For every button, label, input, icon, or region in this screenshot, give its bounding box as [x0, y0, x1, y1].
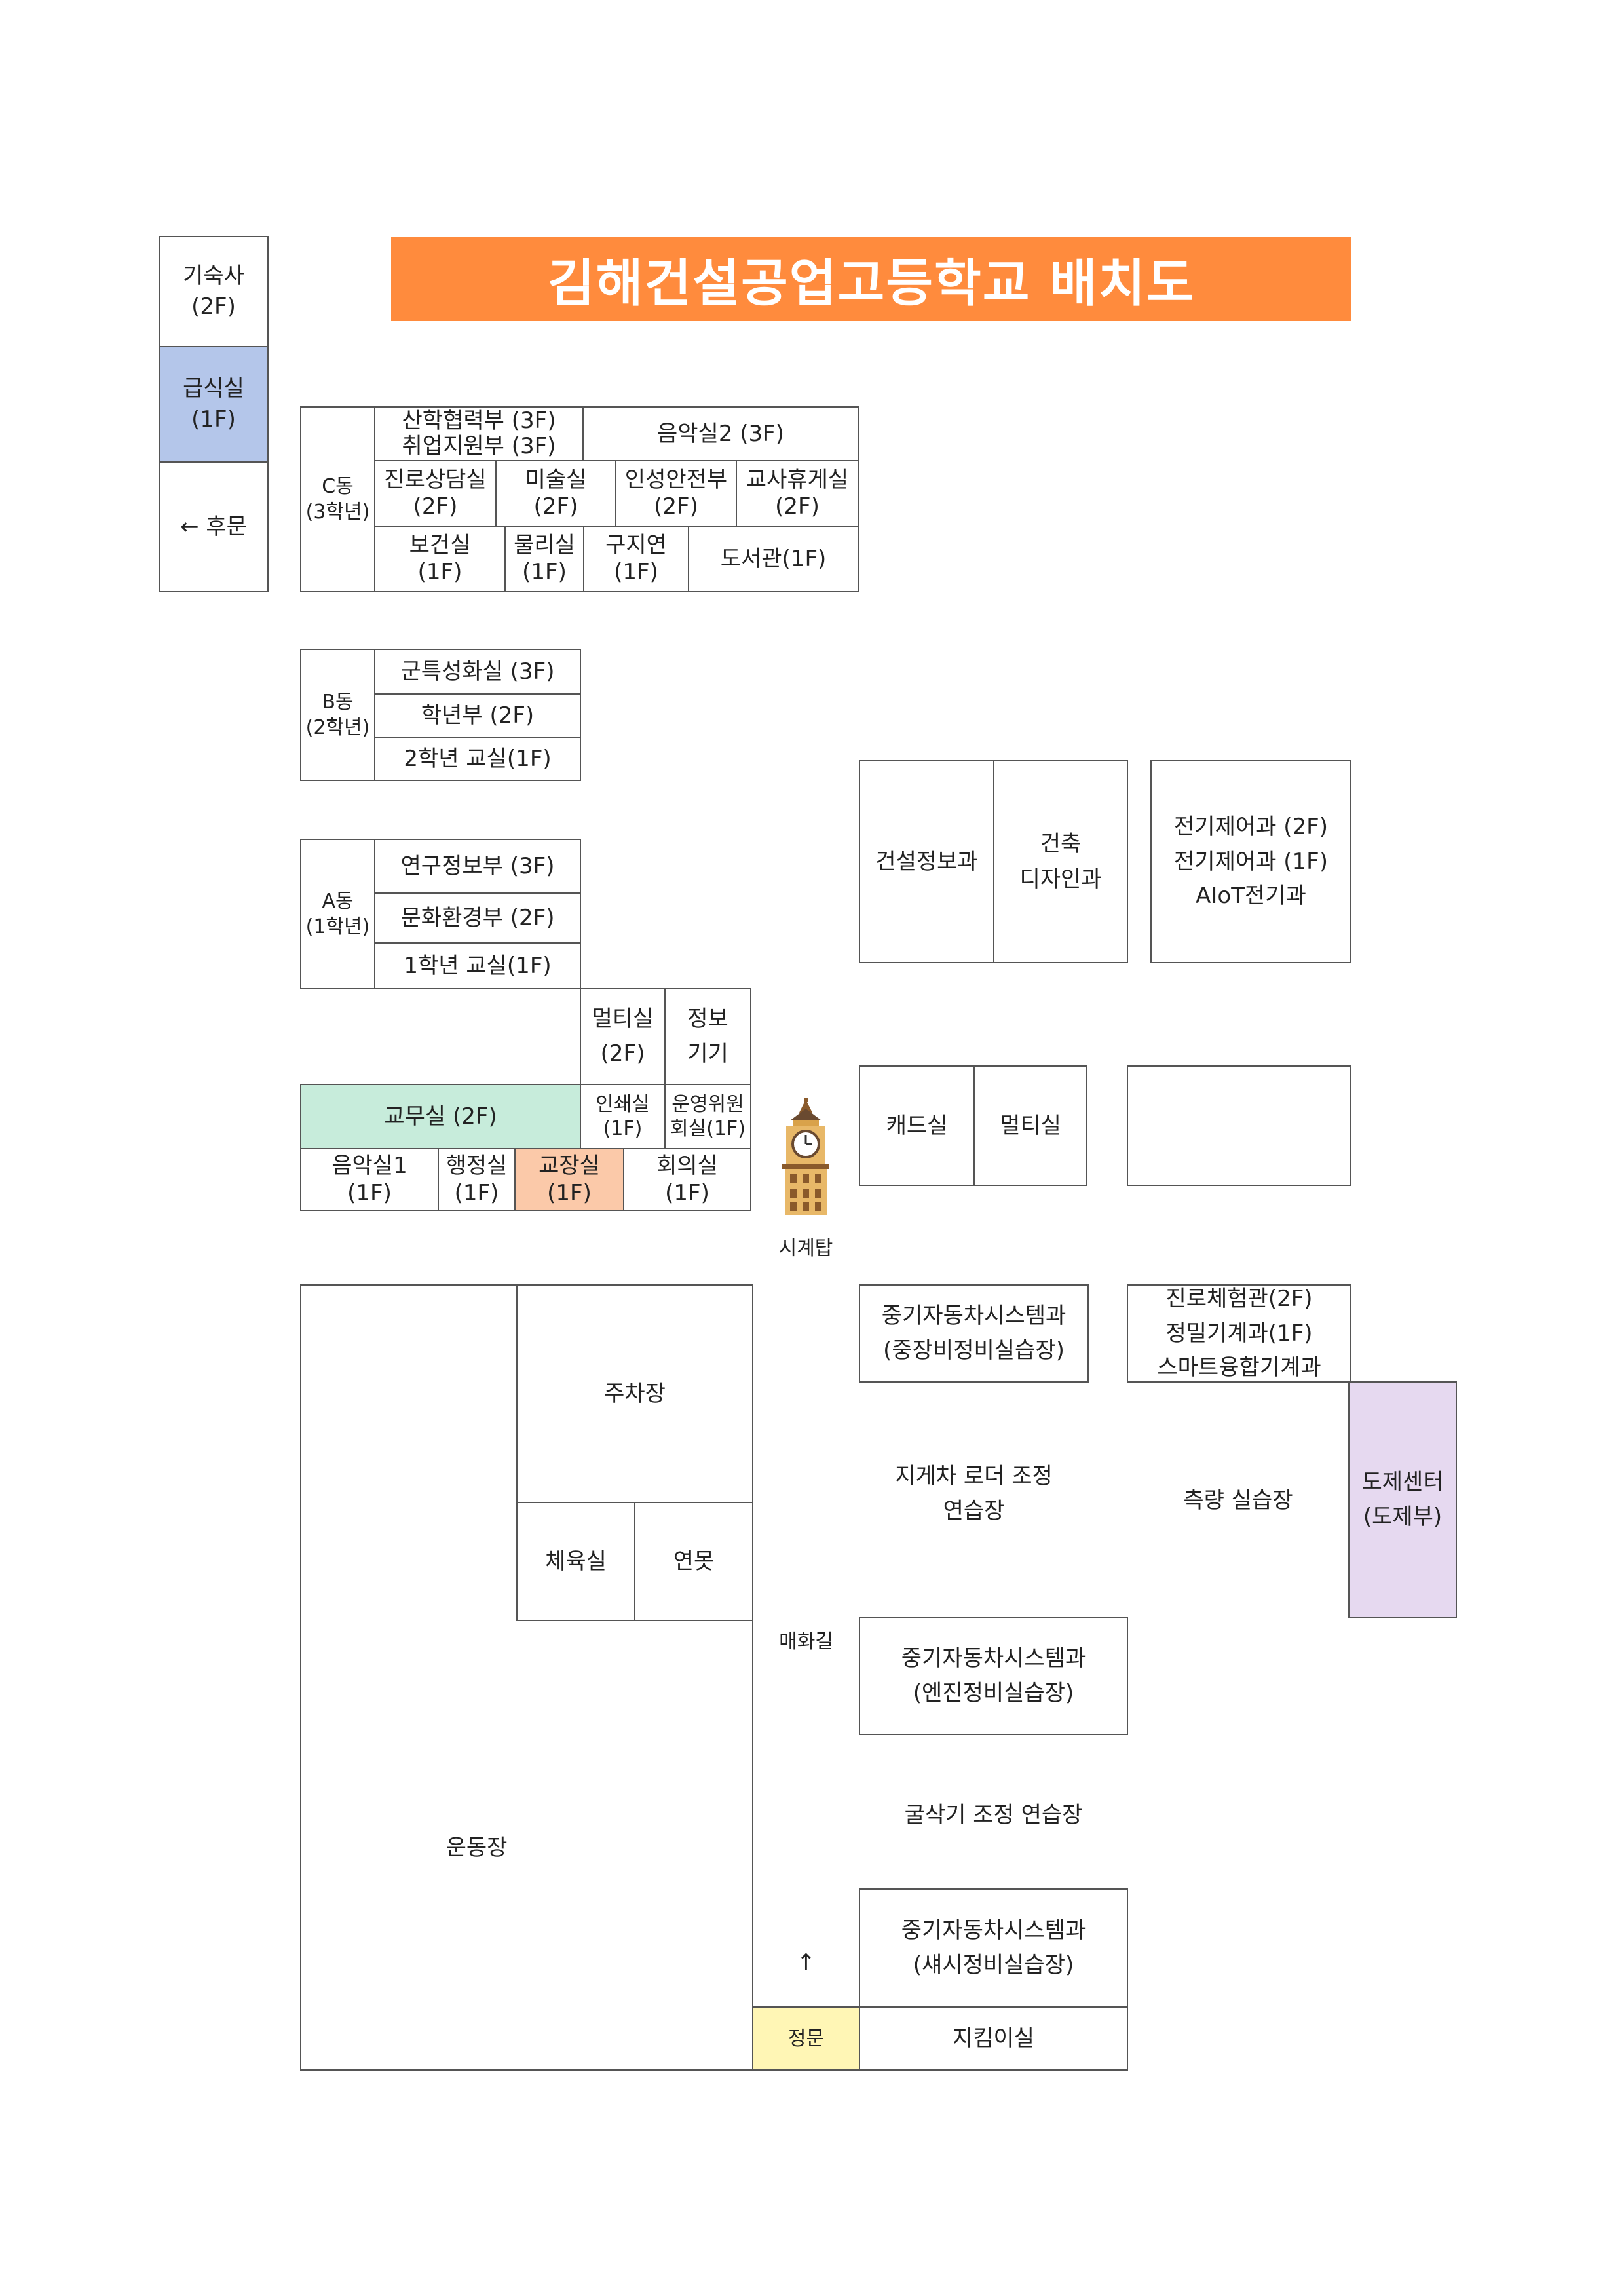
administration-office[interactable]: 행정실 (1F): [438, 1148, 516, 1211]
b-building-1f[interactable]: 2학년 교실(1F): [374, 737, 581, 781]
electrical-control-dept[interactable]: 전기제어과 (2F) 전기제어과 (1F) AIoT전기과: [1150, 760, 1351, 963]
construction-info-dept[interactable]: 건설정보과: [859, 760, 994, 963]
engine-maintenance-lab[interactable]: 중기자동차시스템과 (엔진정비실습장): [859, 1617, 1128, 1735]
cad-room[interactable]: 캐드실: [859, 1065, 975, 1186]
industry-cooperation-room[interactable]: 산학협력부 (3F) 취업지원부 (3F): [374, 406, 584, 461]
empty-building: [1127, 1065, 1351, 1186]
parking-lot[interactable]: 주차장: [516, 1284, 753, 1503]
dormitory[interactable]: 기숙사 (2F): [159, 236, 269, 347]
cafeteria[interactable]: 급식실 (1F): [159, 346, 269, 463]
maehwa-road[interactable]: 매화길: [779, 1630, 833, 1653]
multi-room-2f[interactable]: 멀티실 (2F): [580, 988, 666, 1085]
chassis-maintenance-lab[interactable]: 중기자동차시스템과 (섀시정비실습장): [859, 1888, 1128, 2008]
counseling-room[interactable]: 진로상담실 (2F): [374, 460, 497, 527]
a-building-label: A동 (1학년): [300, 839, 375, 989]
character-safety-room[interactable]: 인성안전부 (2F): [615, 460, 737, 527]
c-building-label: C동 (3학년): [300, 406, 375, 592]
music-room-1[interactable]: 음악실1 (1F): [300, 1148, 439, 1211]
a-building-2f[interactable]: 문화환경부 (2F): [374, 892, 581, 944]
architecture-design-dept[interactable]: 건축 디자인과: [993, 760, 1128, 963]
a-building-3f[interactable]: 연구정보부 (3F): [374, 839, 581, 894]
up-arrow-icon: ↑: [797, 1949, 816, 1976]
gym[interactable]: 체육실: [516, 1502, 635, 1621]
art-room[interactable]: 미술실 (2F): [495, 460, 616, 527]
guard-room[interactable]: 지킴이실: [859, 2006, 1128, 2071]
map-title: 김해건설공업고등학교 배치도: [391, 237, 1351, 321]
apprenticeship-center[interactable]: 도제센터 (도제부): [1348, 1381, 1457, 1618]
back-gate[interactable]: ← 후문: [159, 461, 269, 592]
clock-tower-icon: [782, 1098, 829, 1215]
b-building-label: B동 (2학년): [300, 649, 375, 781]
excavator-practice-area[interactable]: 굴삭기 조정 연습장: [904, 1801, 1083, 1828]
b-building-3f[interactable]: 군특성화실 (3F): [374, 649, 581, 695]
teachers-office[interactable]: 교무실 (2F): [300, 1084, 581, 1149]
print-room[interactable]: 인쇄실 (1F): [580, 1084, 666, 1149]
old-lounge-room[interactable]: 구지연 (1F): [583, 526, 689, 592]
career-experience-hall[interactable]: 진로체험관(2F) 정밀기계과(1F) 스마트융합기계과: [1127, 1284, 1351, 1383]
pond[interactable]: 연못: [634, 1502, 753, 1621]
teacher-lounge[interactable]: 교사휴게실 (2F): [736, 460, 859, 527]
clock-tower-label: 시계탑: [778, 1236, 833, 1260]
multi-room[interactable]: 멀티실: [973, 1065, 1087, 1186]
library[interactable]: 도서관(1F): [688, 526, 859, 592]
surveying-practice-area[interactable]: 측량 실습장: [1183, 1487, 1293, 1514]
heavy-equipment-maintenance-lab[interactable]: 중기자동차시스템과 (중장비정비실습장): [859, 1284, 1089, 1383]
sports-field[interactable]: 운동장: [445, 1834, 508, 1861]
health-room[interactable]: 보건실 (1F): [374, 526, 506, 592]
music-room-2[interactable]: 음악실2 (3F): [582, 406, 859, 461]
main-gate[interactable]: 정문: [752, 2006, 860, 2071]
physics-room[interactable]: 물리실 (1F): [504, 526, 584, 592]
a-building-1f[interactable]: 1학년 교실(1F): [374, 942, 581, 989]
b-building-2f[interactable]: 학년부 (2F): [374, 693, 581, 738]
forklift-loader-practice-area[interactable]: 지게차 로더 조정 연습장: [895, 1463, 1053, 1524]
info-equipment-room[interactable]: 정보 기기: [664, 988, 751, 1085]
meeting-room[interactable]: 회의실 (1F): [623, 1148, 751, 1211]
principal-office[interactable]: 교장실 (1F): [514, 1148, 624, 1211]
committee-room[interactable]: 운영위원 회실(1F): [664, 1084, 751, 1149]
